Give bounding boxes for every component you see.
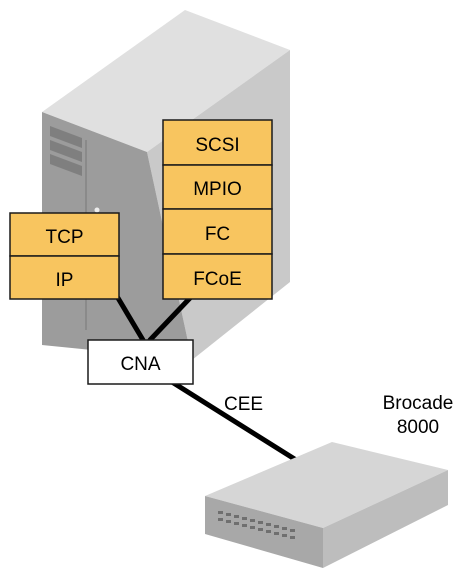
power-led-icon xyxy=(94,207,100,213)
stack-label-fc: FC xyxy=(205,224,230,245)
stack-box-fc xyxy=(162,208,273,255)
port-icon xyxy=(274,532,279,535)
brocade-switch xyxy=(205,442,448,568)
stack-label-fcoe: FCoE xyxy=(193,269,242,290)
link-tcpip-to-cna xyxy=(115,295,146,343)
stack-label-ip: IP xyxy=(56,270,74,291)
switch-ports xyxy=(218,511,295,539)
port-icon xyxy=(290,529,295,532)
port-icon xyxy=(282,527,287,530)
cna-box xyxy=(87,339,194,385)
port-icon xyxy=(266,530,271,533)
switch-label-line1: Brocade xyxy=(383,393,454,414)
left-protocol-stack: TCP IP xyxy=(9,212,120,300)
link-fcoe-to-cna xyxy=(147,295,193,343)
cee-label: CEE xyxy=(224,394,263,415)
port-icon xyxy=(258,521,263,524)
stack-box-scsi xyxy=(162,119,273,166)
port-icon xyxy=(266,523,271,526)
stack-box-tcp xyxy=(9,212,120,257)
port-icon xyxy=(226,520,231,523)
stack-box-ip xyxy=(9,255,120,300)
switch-label-line2: 8000 xyxy=(397,417,439,438)
port-icon xyxy=(290,536,295,539)
stack-label-scsi: SCSI xyxy=(195,135,239,156)
port-icon xyxy=(234,522,239,525)
port-icon xyxy=(242,517,247,520)
server-top xyxy=(42,10,290,152)
server-bay xyxy=(50,140,82,162)
switch-top xyxy=(205,442,448,528)
port-icon xyxy=(242,524,247,527)
right-protocol-stack: SCSI MPIO FC FCoE xyxy=(162,119,273,300)
server-bay xyxy=(50,154,82,176)
port-icon xyxy=(218,511,223,514)
cna-adapter: CNA xyxy=(87,339,194,385)
server-bay xyxy=(50,126,82,148)
cna-label: CNA xyxy=(120,354,160,375)
port-icon xyxy=(234,515,239,518)
port-icon xyxy=(250,519,255,522)
port-icon xyxy=(282,534,287,537)
port-icon xyxy=(258,528,263,531)
port-icon xyxy=(218,518,223,521)
switch-side xyxy=(323,470,448,568)
stack-box-fcoe xyxy=(162,253,273,300)
stack-box-mpio xyxy=(162,164,273,210)
switch-front xyxy=(205,496,323,568)
port-icon xyxy=(250,526,255,529)
port-icon xyxy=(226,513,231,516)
stack-label-mpio: MPIO xyxy=(193,179,242,200)
stack-label-tcp: TCP xyxy=(46,227,84,248)
port-icon xyxy=(274,525,279,528)
